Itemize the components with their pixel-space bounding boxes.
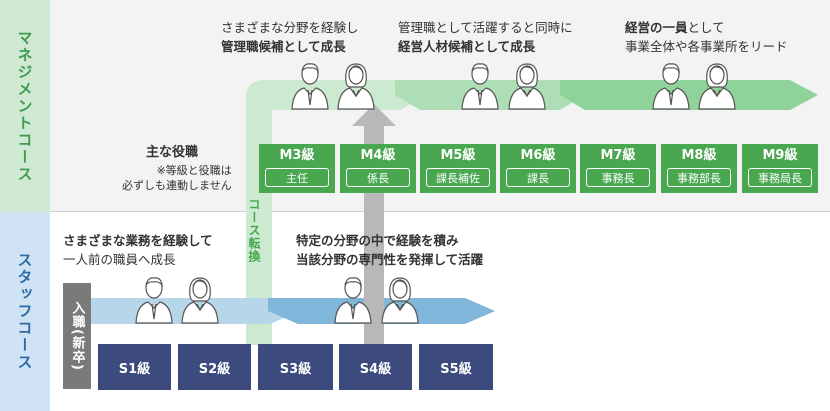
roles-title: 主な役職 (146, 145, 199, 160)
caption-staff-2: 特定の分野の中で経験を積み 当該分野の専門性を発揮して活躍 (296, 233, 484, 267)
mgmt-level-m6: M6級課長 (500, 144, 576, 193)
person-female-icon (181, 277, 219, 324)
promotion-up-arrow (352, 104, 396, 345)
staff-level-s4: S4級 (339, 344, 412, 390)
mgmt-level-m3: M3級主任 (259, 144, 335, 193)
person-female-icon (508, 63, 546, 110)
caption-staff-1: さまざまな業務を経験して 一人前の職員へ成長 (63, 233, 213, 267)
person-female-icon (698, 63, 736, 110)
management-course-label: マネジメントコース (0, 0, 50, 212)
mgmt-level-m4: M4級係長 (340, 144, 416, 193)
caption-management-2: 管理職として活躍すると同時に 経営人材候補として成長 (398, 20, 573, 54)
staff-course-text: スタッフコース (15, 252, 34, 371)
mgmt-level-m7: M7級事務長 (580, 144, 656, 193)
staff-level-s1: S1級 (98, 344, 171, 390)
caption-management-3: 経営の一員として 事業全体や各事業所をリード (625, 20, 788, 54)
course-switch-label: コース転換 (247, 198, 261, 263)
staff-level-s5: S5級 (419, 344, 493, 390)
person-male-icon (461, 63, 499, 110)
person-female-icon (381, 277, 419, 324)
person-male-icon (652, 63, 690, 110)
person-male-icon (135, 277, 173, 324)
mgmt-level-m8: M8級事務部長 (661, 144, 737, 193)
person-male-icon (291, 63, 329, 110)
roles-note: ※等級と役職は 必ずしも連動しません (122, 164, 232, 192)
caption-management-1: さまざまな分野を経験し 管理職候補として成長 (221, 20, 359, 54)
course-divider (50, 211, 830, 212)
staff-level-s3: S3級 (258, 344, 333, 390)
staff-course-label: スタッフコース (0, 212, 50, 411)
entry-label: 入職(新卒) (63, 283, 91, 389)
person-male-icon (334, 277, 372, 324)
mgmt-level-m9: M9級事務局長 (742, 144, 818, 193)
management-course-text: マネジメントコース (15, 29, 34, 183)
staff-level-s2: S2級 (178, 344, 251, 390)
person-female-icon (337, 63, 375, 110)
mgmt-level-m5: M5級課長補佐 (420, 144, 496, 193)
mgmt-arrow-3 (560, 80, 818, 110)
